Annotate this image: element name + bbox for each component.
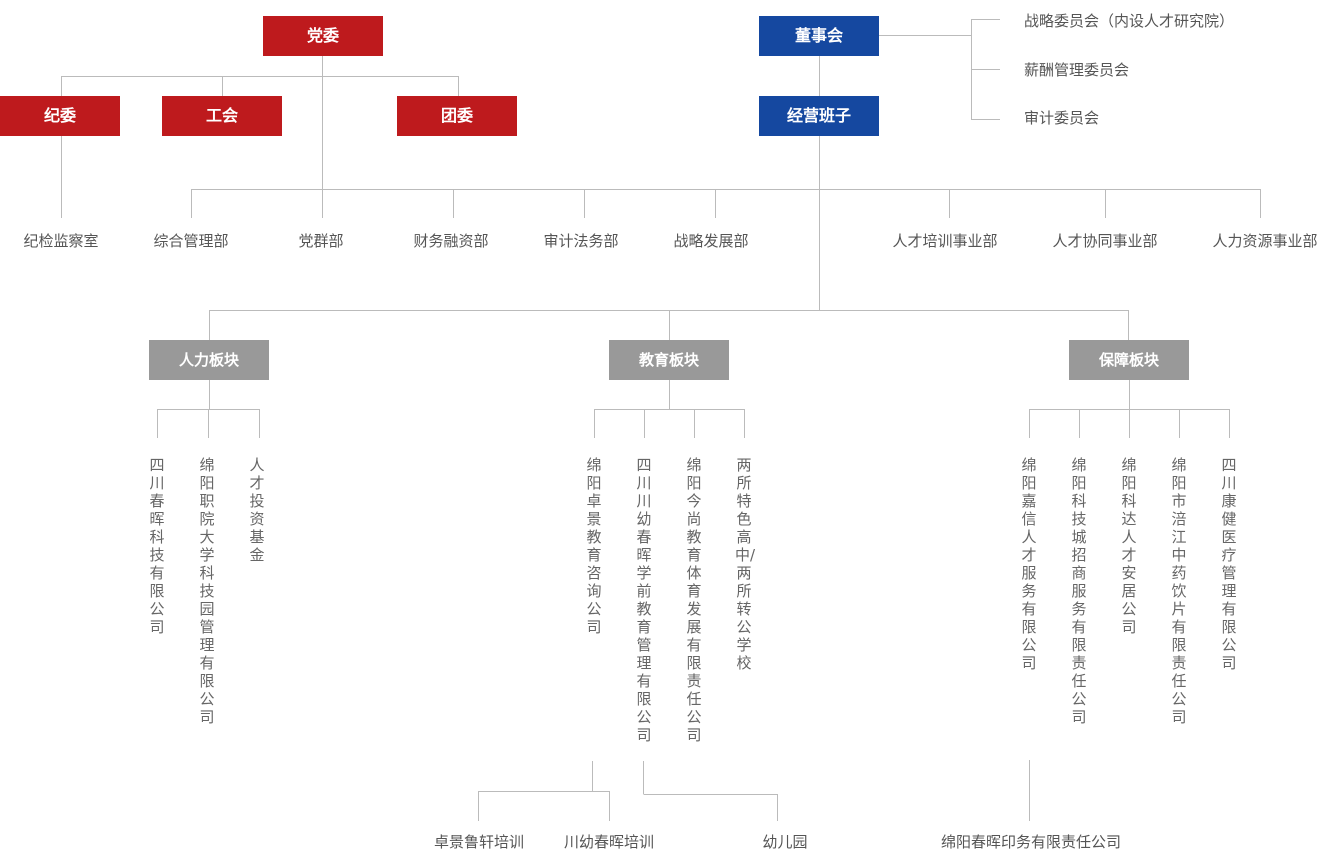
company-label: 四川康健医疗管理有限公司 [1221,456,1237,672]
labor-union-box[interactable]: 工会 [162,96,282,136]
company-label: 绵阳嘉信人才服务有限公司 [1021,456,1037,672]
company-label: 绵阳卓景教育咨询公司 [586,456,602,636]
sub-unit-label: 川幼春晖培训 [563,833,655,851]
department-label: 人力资源事业部 [1212,232,1318,250]
committee-audit: 审计委员会 [1024,109,1100,127]
department-label: 人才协同事业部 [1052,232,1158,250]
department-label: 战略发展部 [673,232,749,250]
youth-league-box[interactable]: 团委 [397,96,517,136]
management-team-box[interactable]: 经营班子 [759,96,879,136]
party-committee-box[interactable]: 党委 [263,16,383,56]
department-label: 审计法务部 [543,232,619,250]
company-label: 两所特色高中/两所转公学校 [735,456,756,672]
discipline-committee-box[interactable]: 纪委 [0,96,120,136]
segment-hr-box[interactable]: 人力板块 [149,340,269,380]
sub-unit-label: 幼儿园 [762,833,808,851]
company-label: 绵阳科达人才安居公司 [1121,456,1137,636]
sub-unit-label: 卓景鲁轩培训 [433,833,525,851]
discipline-office-label: 纪检监察室 [23,232,99,250]
company-label: 四川川幼春晖学前教育管理有限公司 [636,456,652,744]
department-label: 党群部 [298,232,344,250]
company-label: 四川春晖科技有限公司 [149,456,165,636]
sub-unit-label: 绵阳春晖印务有限责任公司 [940,833,1122,851]
company-label: 绵阳市涪江中药饮片有限责任公司 [1171,456,1187,726]
department-label: 人才培训事业部 [892,232,998,250]
segment-support-box[interactable]: 保障板块 [1069,340,1189,380]
company-label: 绵阳今尚教育体育发展有限责任公司 [686,456,702,744]
company-label: 绵阳职院大学科技园管理有限公司 [199,456,215,726]
committee-strategy: 战略委员会（内设人才研究院） [1024,12,1235,30]
company-label: 绵阳科技城招商服务有限责任公司 [1071,456,1087,726]
department-label: 财务融资部 [413,232,489,250]
department-label: 综合管理部 [153,232,229,250]
segment-education-box[interactable]: 教育板块 [609,340,729,380]
committee-compensation: 薪酬管理委员会 [1024,61,1130,79]
board-of-directors-box[interactable]: 董事会 [759,16,879,56]
company-label: 人才投资基金 [249,456,265,564]
